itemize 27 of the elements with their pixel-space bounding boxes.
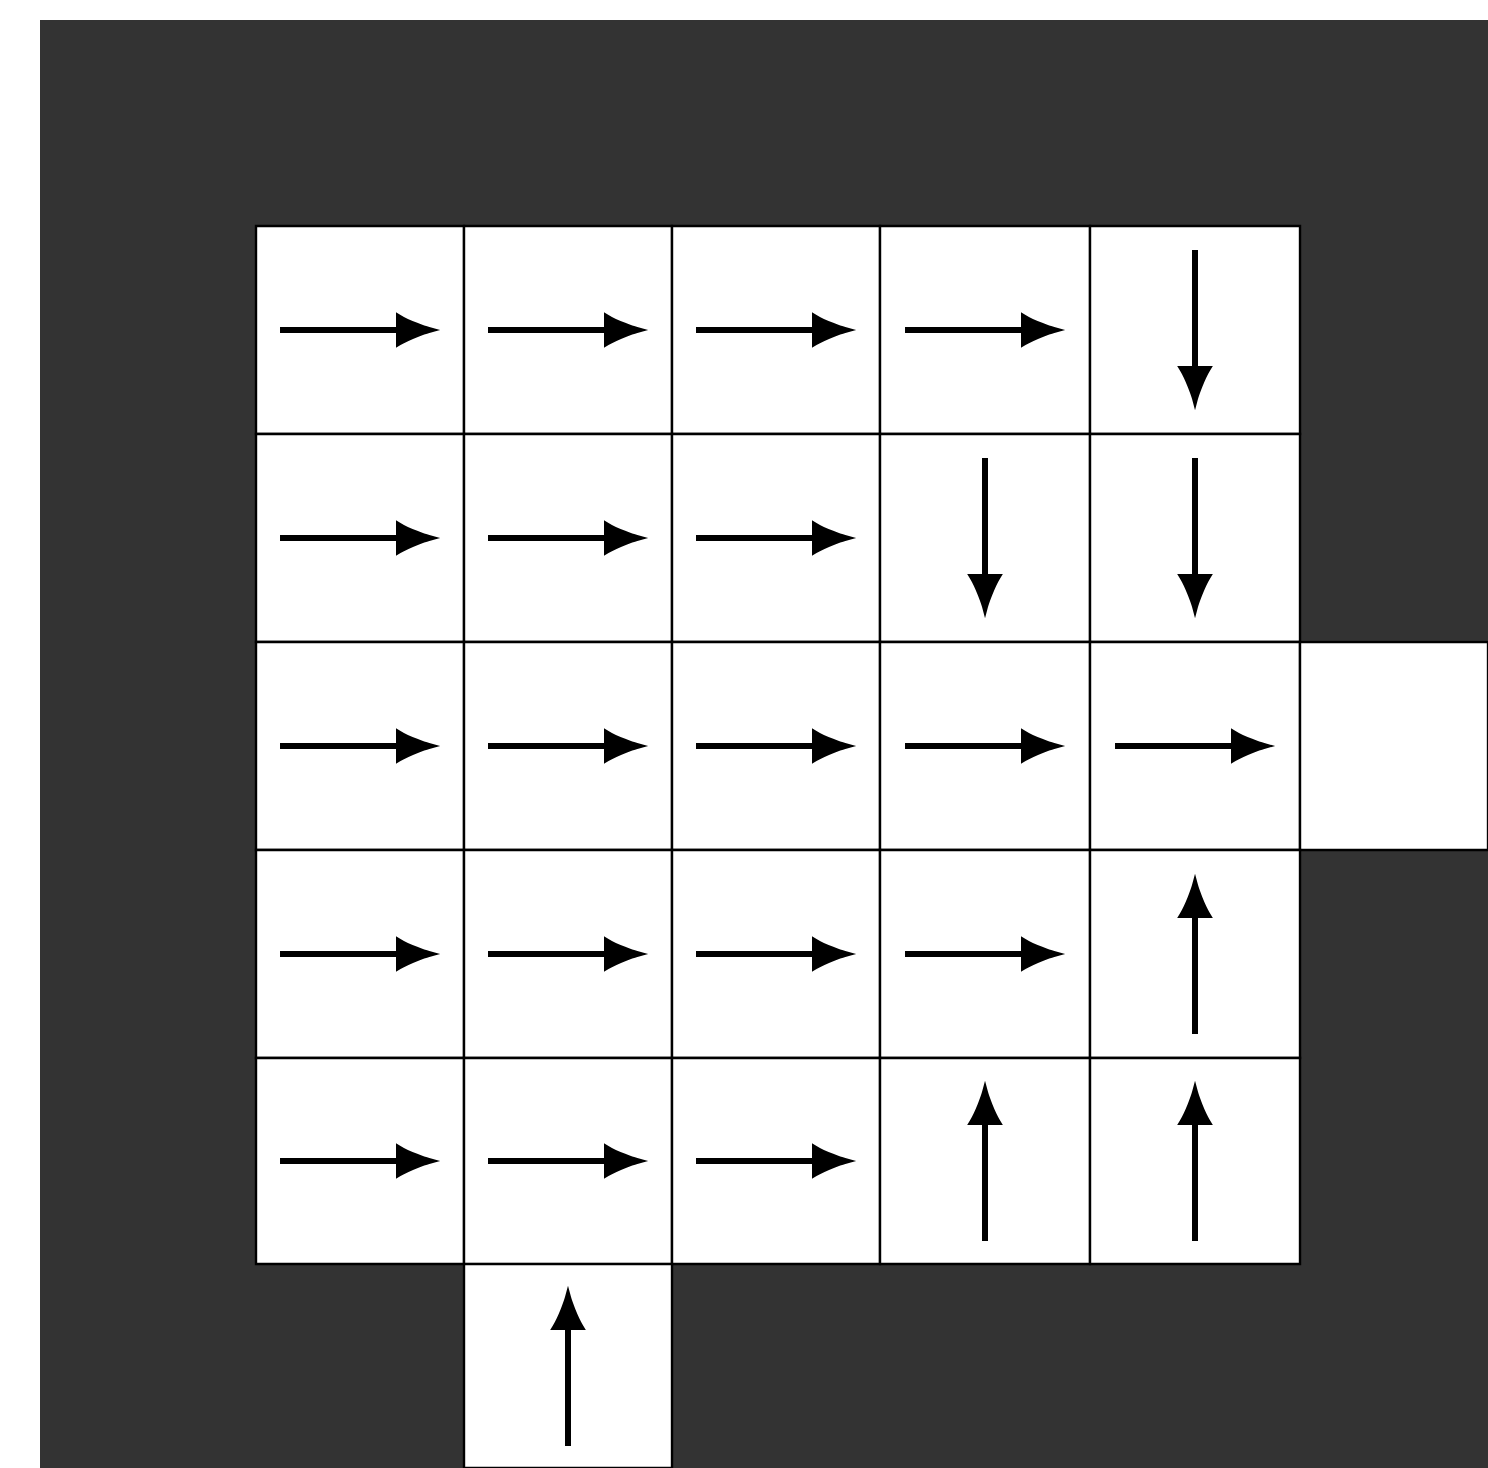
grid-cell bbox=[878, 1056, 1092, 1266]
grid-cell bbox=[462, 1262, 674, 1468]
grid-cell bbox=[462, 432, 674, 644]
grid-cell bbox=[462, 848, 674, 1060]
grid-cell bbox=[878, 848, 1092, 1060]
grid-cell bbox=[878, 432, 1092, 644]
grid-cell bbox=[878, 640, 1092, 852]
grid-cell bbox=[1088, 432, 1302, 644]
grid-cell bbox=[1088, 848, 1302, 1060]
grid-cell bbox=[462, 224, 674, 436]
grid-cell bbox=[462, 1056, 674, 1266]
grid-cell bbox=[254, 640, 466, 852]
grid-cell bbox=[878, 224, 1092, 436]
grid-cell bbox=[670, 1056, 882, 1266]
grid-cell bbox=[462, 640, 674, 852]
grid-cell bbox=[670, 224, 882, 436]
grid-cell bbox=[1088, 1056, 1302, 1266]
grid-cell bbox=[670, 848, 882, 1060]
grid-cell bbox=[1088, 640, 1302, 852]
grid-cell bbox=[254, 224, 466, 436]
grid-cell bbox=[254, 1056, 466, 1266]
grid-cell bbox=[670, 432, 882, 644]
grid-cell bbox=[254, 432, 466, 644]
grid-cell bbox=[254, 848, 466, 1060]
grid-cell bbox=[1298, 640, 1488, 852]
grid-cell bbox=[670, 640, 882, 852]
grid-cell bbox=[1088, 224, 1302, 436]
